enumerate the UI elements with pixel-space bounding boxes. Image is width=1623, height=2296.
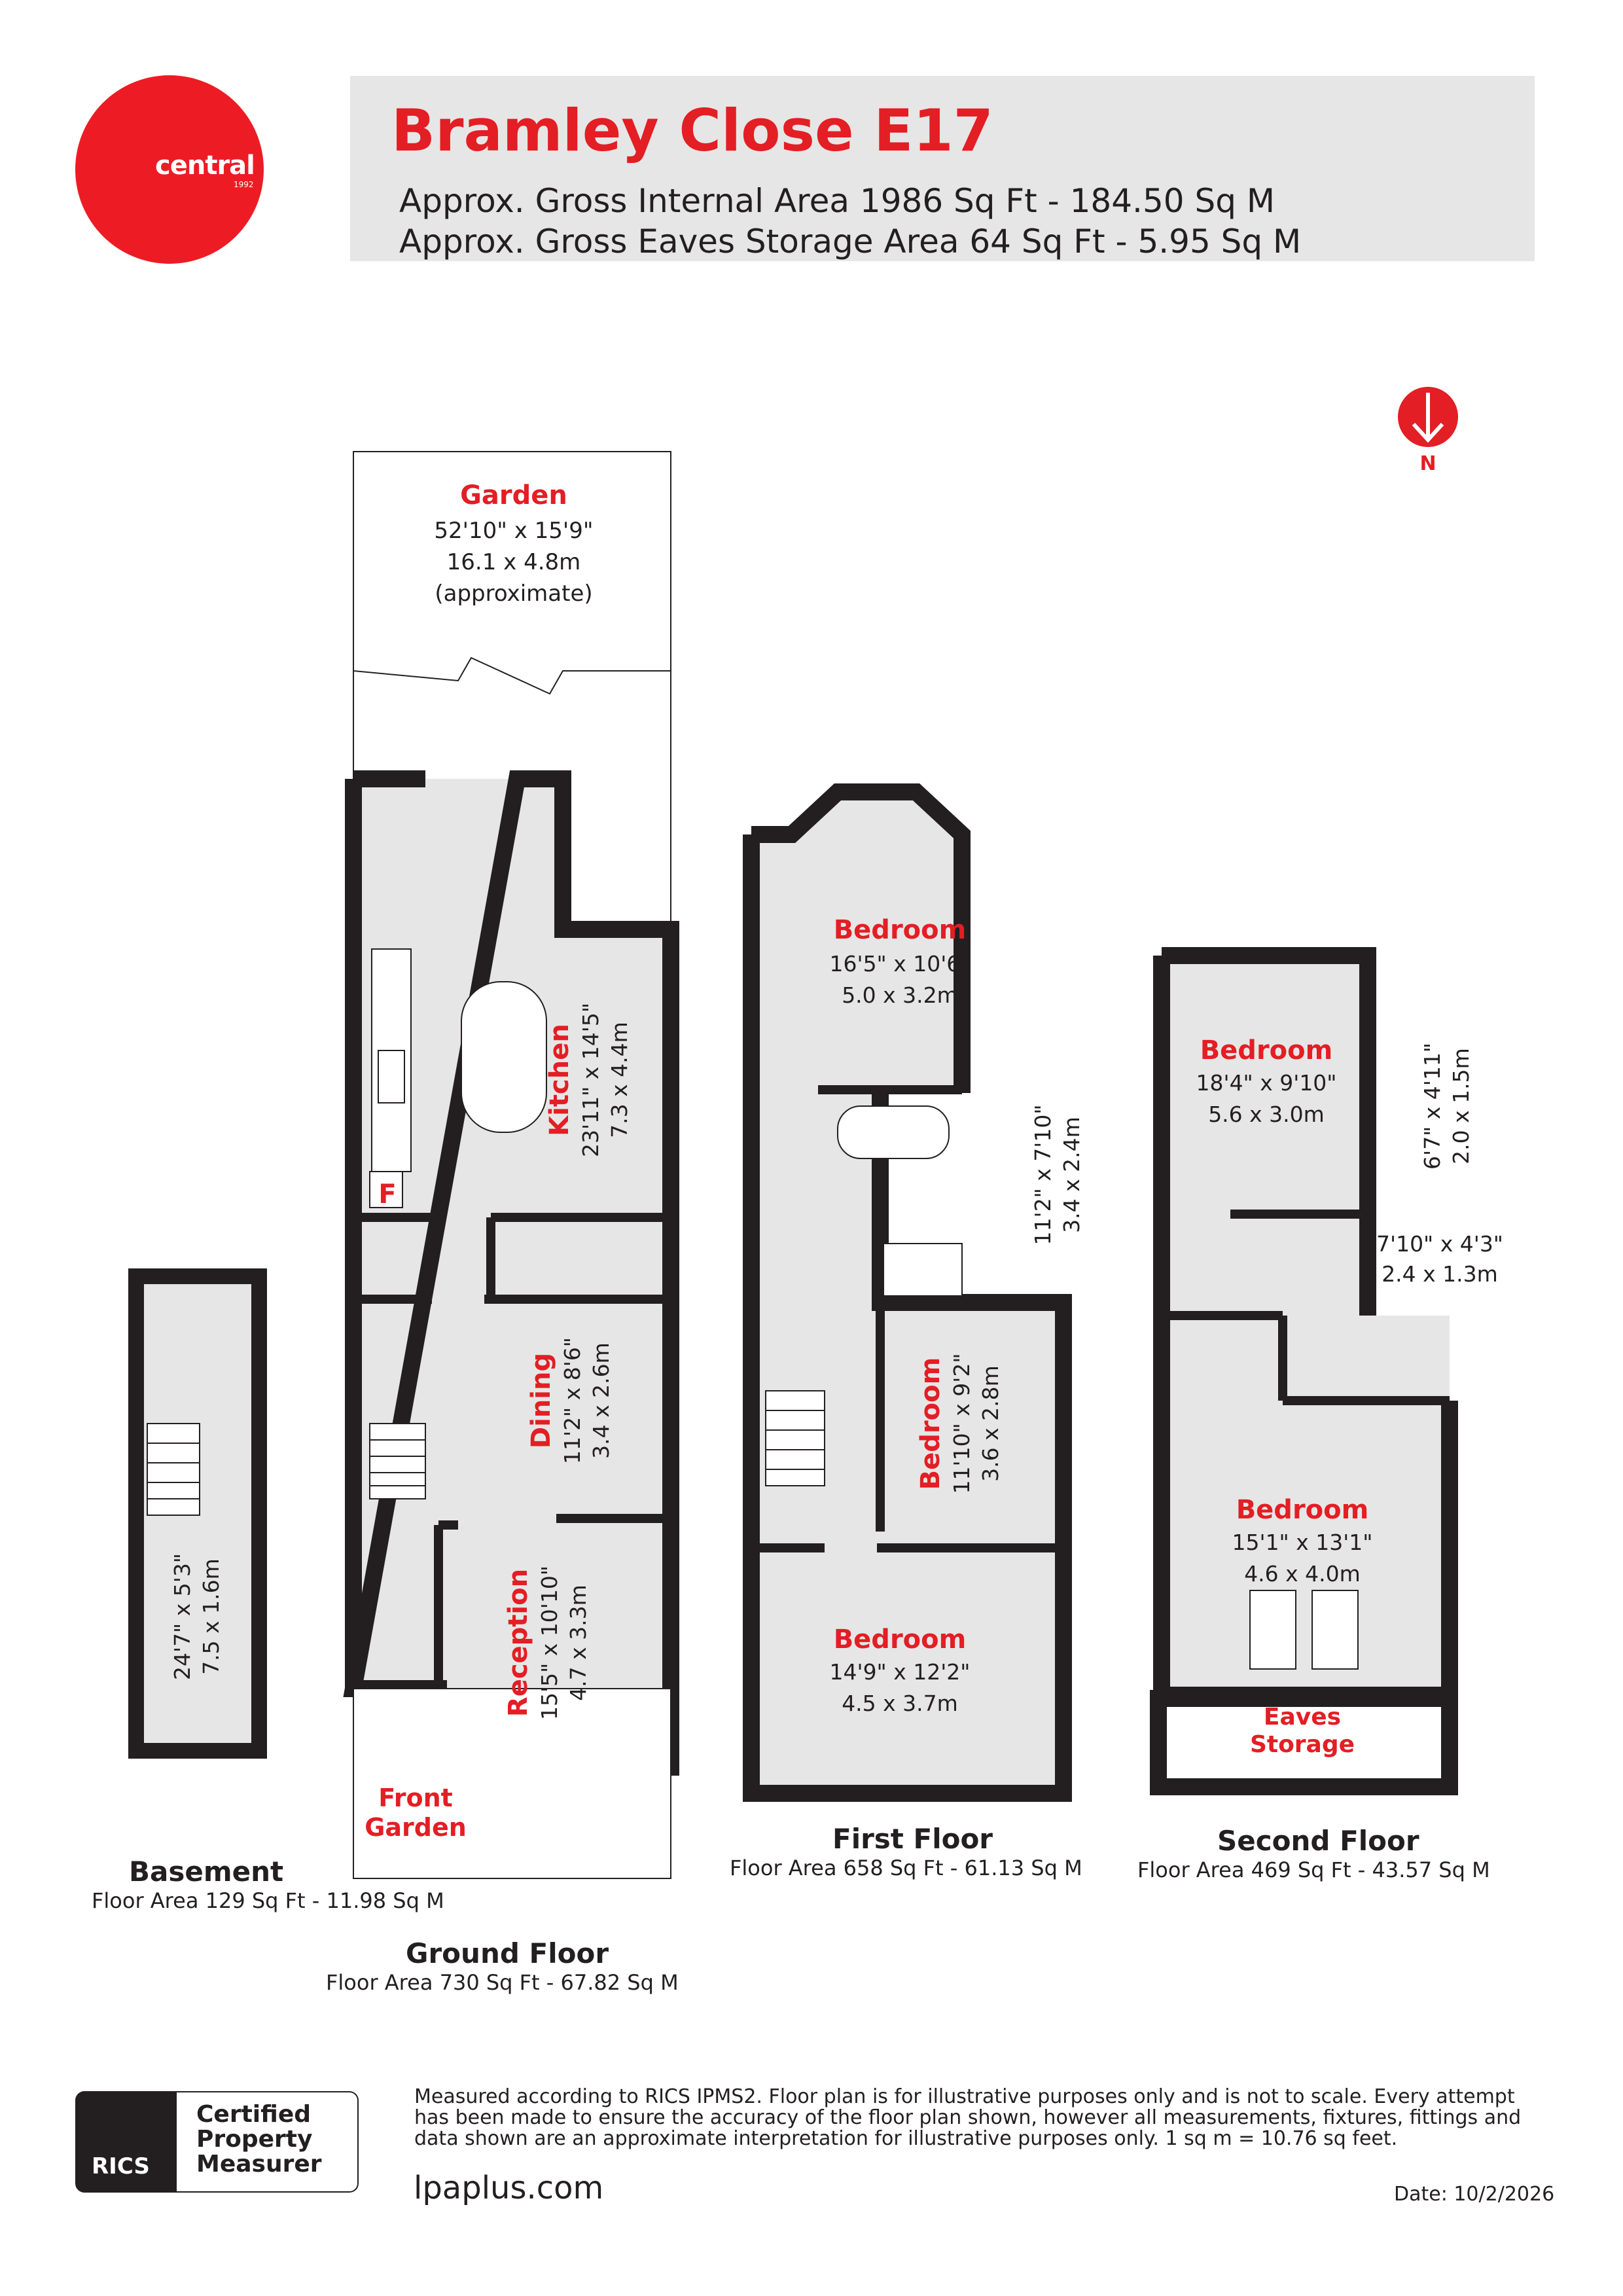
certified-line-2: Property — [196, 2126, 313, 2153]
first-bedroom-top-imperial: 16'5" x 10'6" — [830, 951, 971, 977]
first-bedroom-mid-imperial: 11'10" x 9'2" — [949, 1354, 974, 1494]
ground-floor-plan: F Front Garden Kitchen 23'11" x 14'5" 7.… — [343, 770, 679, 1879]
first-bathroom-metric: 3.4 x 2.4m — [1059, 1117, 1084, 1233]
second-shower-imperial: 7'10" x 4'3" — [1376, 1231, 1503, 1257]
garden-note: (approximate) — [435, 581, 592, 607]
page-title: Bramley Close E17 — [391, 97, 993, 164]
basement-area: Floor Area 129 Sq Ft - 11.98 Sq M — [92, 1888, 444, 1913]
garden-area: Garden 52'10" x 15'9" 16.1 x 4.8m (appro… — [353, 451, 671, 929]
second-floor-plan: Bedroom 18'4" x 9'10" 5.6 x 3.0m 6'7" x … — [1150, 947, 1503, 1795]
first-bedroom-top-metric: 5.0 x 3.2m — [842, 982, 958, 1008]
plan-date: Date: 10/2/2026 — [1394, 2183, 1555, 2206]
header-band — [350, 76, 1535, 261]
second-shower-metric: 2.4 x 1.3m — [1382, 1261, 1498, 1287]
garden-metric: 16.1 x 4.8m — [447, 549, 581, 575]
reception-label: Reception — [503, 1569, 533, 1717]
eaves-label-2: Storage — [1250, 1731, 1355, 1758]
certified-property-measurer: Certified Property Measurer — [196, 2102, 322, 2177]
first-bedroom-mid-label: Bedroom — [916, 1357, 946, 1490]
first-floor-area: Floor Area 658 Sq Ft - 61.13 Sq M — [730, 1856, 1082, 1880]
first-bedroom-mid-metric: 3.6 x 2.8m — [978, 1365, 1003, 1482]
reception-metric: 4.7 x 3.3m — [565, 1585, 591, 1701]
certified-line-1: Certified — [196, 2101, 312, 2128]
first-bedroom-bottom-label: Bedroom — [834, 1624, 967, 1655]
kitchen-metric: 7.3 x 4.4m — [607, 1022, 632, 1138]
kitchen-label: Kitchen — [544, 1024, 575, 1136]
second-bedroom-top-metric: 5.6 x 3.0m — [1208, 1102, 1325, 1127]
kitchen-imperial: 23'11" x 14'5" — [578, 1003, 603, 1157]
north-arrow-icon: N — [1398, 387, 1458, 475]
website-link[interactable]: lpaplus.com — [414, 2170, 604, 2206]
second-floor-title: Second Floor — [1217, 1825, 1419, 1857]
garden-imperial: 52'10" x 15'9" — [434, 518, 593, 544]
gross-internal-area: Approx. Gross Internal Area 1986 Sq Ft -… — [399, 182, 1275, 220]
certified-line-3: Measurer — [196, 2151, 322, 2178]
fridge-label: F — [378, 1179, 396, 1210]
dining-metric: 3.4 x 2.6m — [588, 1342, 614, 1459]
front-garden-label-2: Garden — [365, 1813, 467, 1842]
reception-imperial: 15'5" x 10'10" — [537, 1566, 562, 1720]
north-label: N — [1419, 452, 1436, 475]
second-bedroom-bottom-imperial: 15'1" x 13'1" — [1232, 1530, 1373, 1555]
front-garden-label-1: Front — [378, 1784, 453, 1812]
first-floor-plan: Bedroom 16'5" x 10'6" 5.0 x 3.2m 11'2" x… — [743, 783, 1084, 1802]
dining-imperial: 11'2" x 8'6" — [560, 1337, 585, 1464]
dining-label: Dining — [526, 1353, 556, 1448]
second-bedroom-top-label: Bedroom — [1200, 1035, 1333, 1066]
basement-imperial: 24'7" x 5'3" — [169, 1553, 195, 1680]
rics-logo — [75, 2091, 177, 2193]
second-ensuite-imperial: 6'7" x 4'11" — [1419, 1043, 1445, 1170]
ground-floor-title: Ground Floor — [406, 1937, 609, 1969]
eaves-storage-area: Approx. Gross Eaves Storage Area 64 Sq F… — [399, 223, 1302, 260]
first-bedroom-top-label: Bedroom — [834, 915, 967, 945]
first-bedroom-bottom-imperial: 14'9" x 12'2" — [830, 1659, 971, 1685]
first-bathroom-imperial: 11'2" x 7'10" — [1030, 1105, 1056, 1246]
basement-metric: 7.5 x 1.6m — [198, 1558, 224, 1675]
logo-wordmark: central — [155, 151, 255, 181]
second-ensuite-metric: 2.0 x 1.5m — [1448, 1048, 1474, 1164]
first-floor-title: First Floor — [832, 1823, 993, 1855]
second-bedroom-bottom-label: Bedroom — [1236, 1495, 1369, 1525]
second-floor-area: Floor Area 469 Sq Ft - 43.57 Sq M — [1137, 1857, 1490, 1882]
central-logo — [75, 75, 264, 264]
first-bedroom-bottom-metric: 4.5 x 3.7m — [842, 1691, 958, 1716]
eaves-label-1: Eaves — [1264, 1704, 1341, 1731]
second-bedroom-top-imperial: 18'4" x 9'10" — [1196, 1070, 1337, 1096]
garden-label: Garden — [460, 480, 567, 511]
rics-badge-frame — [177, 2091, 359, 2193]
logo-year: 1992 — [234, 180, 254, 189]
disclaimer: Measured according to RICS IPMS2. Floor … — [414, 2085, 1522, 2150]
basement-title: Basement — [129, 1856, 284, 1888]
rics-wordmark: RICS — [92, 2153, 150, 2179]
second-bedroom-bottom-metric: 4.6 x 4.0m — [1244, 1561, 1361, 1587]
basement-plan: 24'7" x 5'3" 7.5 x 1.6m — [128, 1268, 267, 1759]
ground-floor-area: Floor Area 730 Sq Ft - 67.82 Sq M — [326, 1970, 679, 1995]
